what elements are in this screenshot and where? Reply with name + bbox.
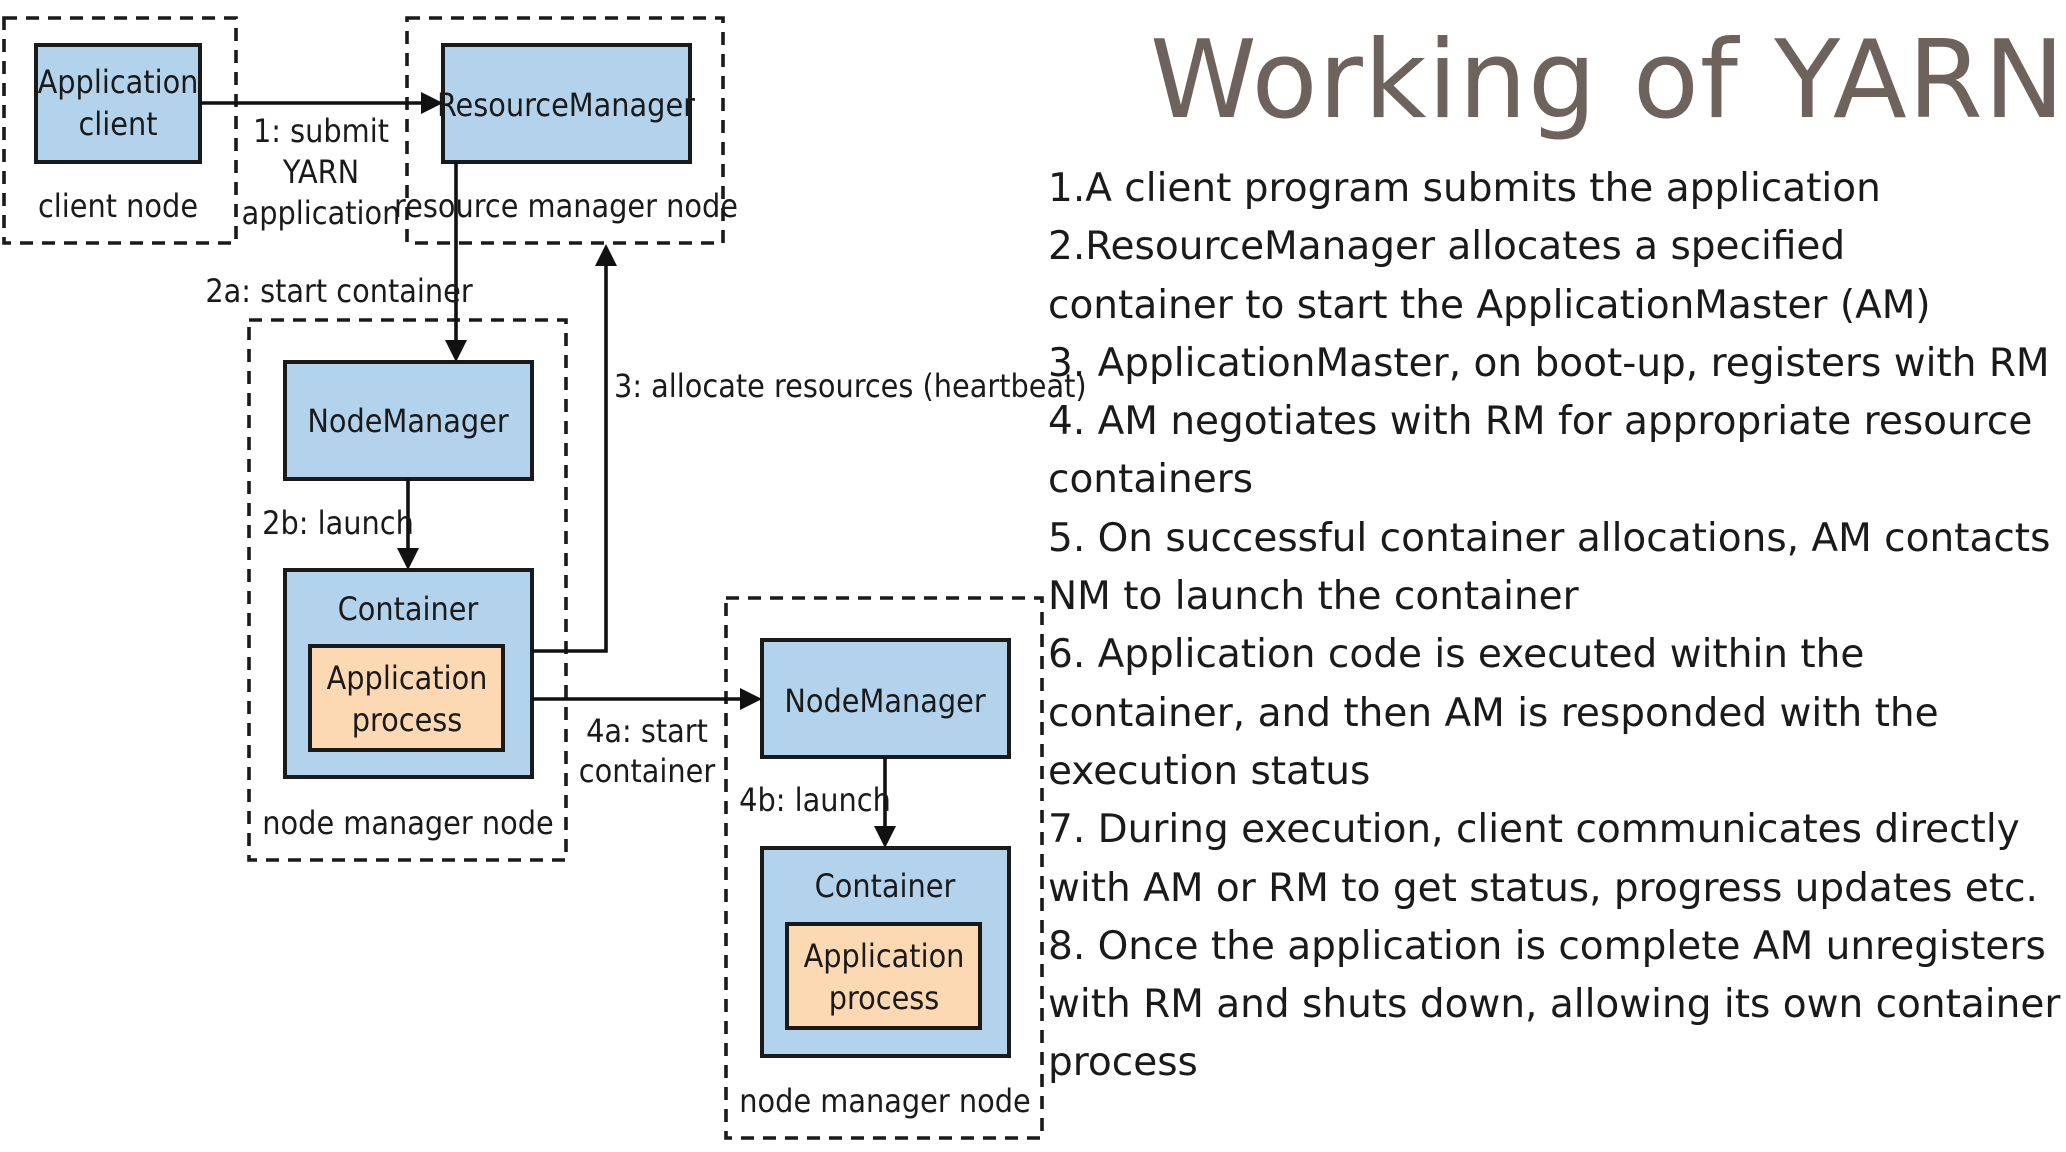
client-node-border	[2, 16, 238, 245]
list-item: 1.A client program submits the applicati…	[1048, 166, 1881, 211]
application-client-label-1: Application	[38, 63, 199, 101]
application-process-box-2[interactable]	[785, 922, 982, 1030]
step2b-label: 2b: launch	[262, 504, 414, 542]
page-title: Working of YARN	[1150, 18, 2066, 143]
node-manager-node-border-1	[247, 318, 568, 862]
list-item: NM to launch the container	[1048, 574, 1579, 620]
step3-label: 3: allocate resources (heartbeat)	[614, 367, 1087, 405]
resource-manager-node-label: resource manager node	[394, 187, 738, 225]
list-item: process	[1048, 1040, 1198, 1086]
list-item: 2.ResourceManager allocates a specified	[1048, 224, 1846, 270]
arrow-start-container	[445, 162, 467, 362]
list-item: 6. Application code is executed within t…	[1048, 632, 1865, 678]
list-item: container to start the ApplicationMaster…	[1048, 282, 1931, 328]
step4a-label-1: 4a: start	[586, 712, 708, 750]
container-label-2: Container	[815, 867, 956, 905]
step4b-label: 4b: launch	[739, 781, 891, 819]
list-item: with RM and shuts down, allowing its own…	[1048, 982, 2061, 1028]
step4a-label-2: container	[579, 752, 716, 790]
container-box-1[interactable]: Container Application process	[283, 568, 534, 779]
list-item: 4. AM negotiates with RM for appropriate…	[1048, 399, 2033, 445]
step1-label-3: application	[242, 194, 401, 232]
list-item: 7. During execution, client communicates…	[1048, 807, 2020, 853]
node-manager-node-label-2: node manager node	[739, 1082, 1030, 1120]
list-item: 3. ApplicationMaster, on boot-up, regist…	[1048, 340, 2050, 386]
list-item: 5. On successful container allocations, …	[1048, 515, 2051, 561]
node-manager-label-2: NodeManager	[784, 682, 986, 720]
step2a-label: 2a: start container	[205, 272, 473, 310]
application-process-label-2a: Application	[804, 937, 965, 975]
application-process-label-1b: process	[352, 701, 463, 739]
node-manager-box-2[interactable]: NodeManager	[760, 638, 1011, 759]
container-box-2[interactable]: Container Application process	[760, 846, 1011, 1058]
arrow-submit-application	[200, 92, 443, 114]
arrow-allocate-resources	[532, 244, 617, 653]
list-item: containers	[1048, 457, 1254, 503]
step1-label-1: 1: submit	[253, 112, 389, 150]
resource-manager-label: ResourceManager	[437, 86, 695, 124]
node-manager-node-border-2	[724, 596, 1044, 1140]
list-item: container, and then AM is responded with…	[1048, 690, 1939, 736]
yarn-diagram: Application client client node ResourceM…	[2, 16, 1087, 1140]
arrow-start-container-2	[532, 688, 762, 710]
application-client-label-2: client	[78, 105, 157, 143]
node-manager-box-1[interactable]: NodeManager	[283, 360, 534, 481]
application-process-label-2b: process	[829, 979, 940, 1017]
application-process-label-1a: Application	[327, 659, 488, 697]
list-item: 8. Once the application is complete AM u…	[1048, 923, 2046, 969]
steps-list: 1.A client program submits the applicati…	[1048, 160, 2061, 1093]
node-manager-node-label-1: node manager node	[262, 804, 553, 842]
list-item: execution status	[1048, 748, 1371, 794]
arrow-launch-1	[397, 479, 419, 570]
arrow-launch-2	[874, 757, 896, 848]
container-label-1: Container	[338, 590, 479, 628]
application-client-box[interactable]: Application client	[34, 43, 202, 164]
resource-manager-node-border	[405, 16, 725, 245]
application-process-box-1[interactable]	[308, 644, 505, 752]
resource-manager-box[interactable]: ResourceManager	[437, 43, 695, 164]
client-node-label: client node	[38, 187, 198, 225]
node-manager-label-1: NodeManager	[307, 402, 509, 440]
step1-label-2: YARN	[282, 153, 359, 191]
list-item: with AM or RM to get status, progress up…	[1048, 865, 2038, 911]
